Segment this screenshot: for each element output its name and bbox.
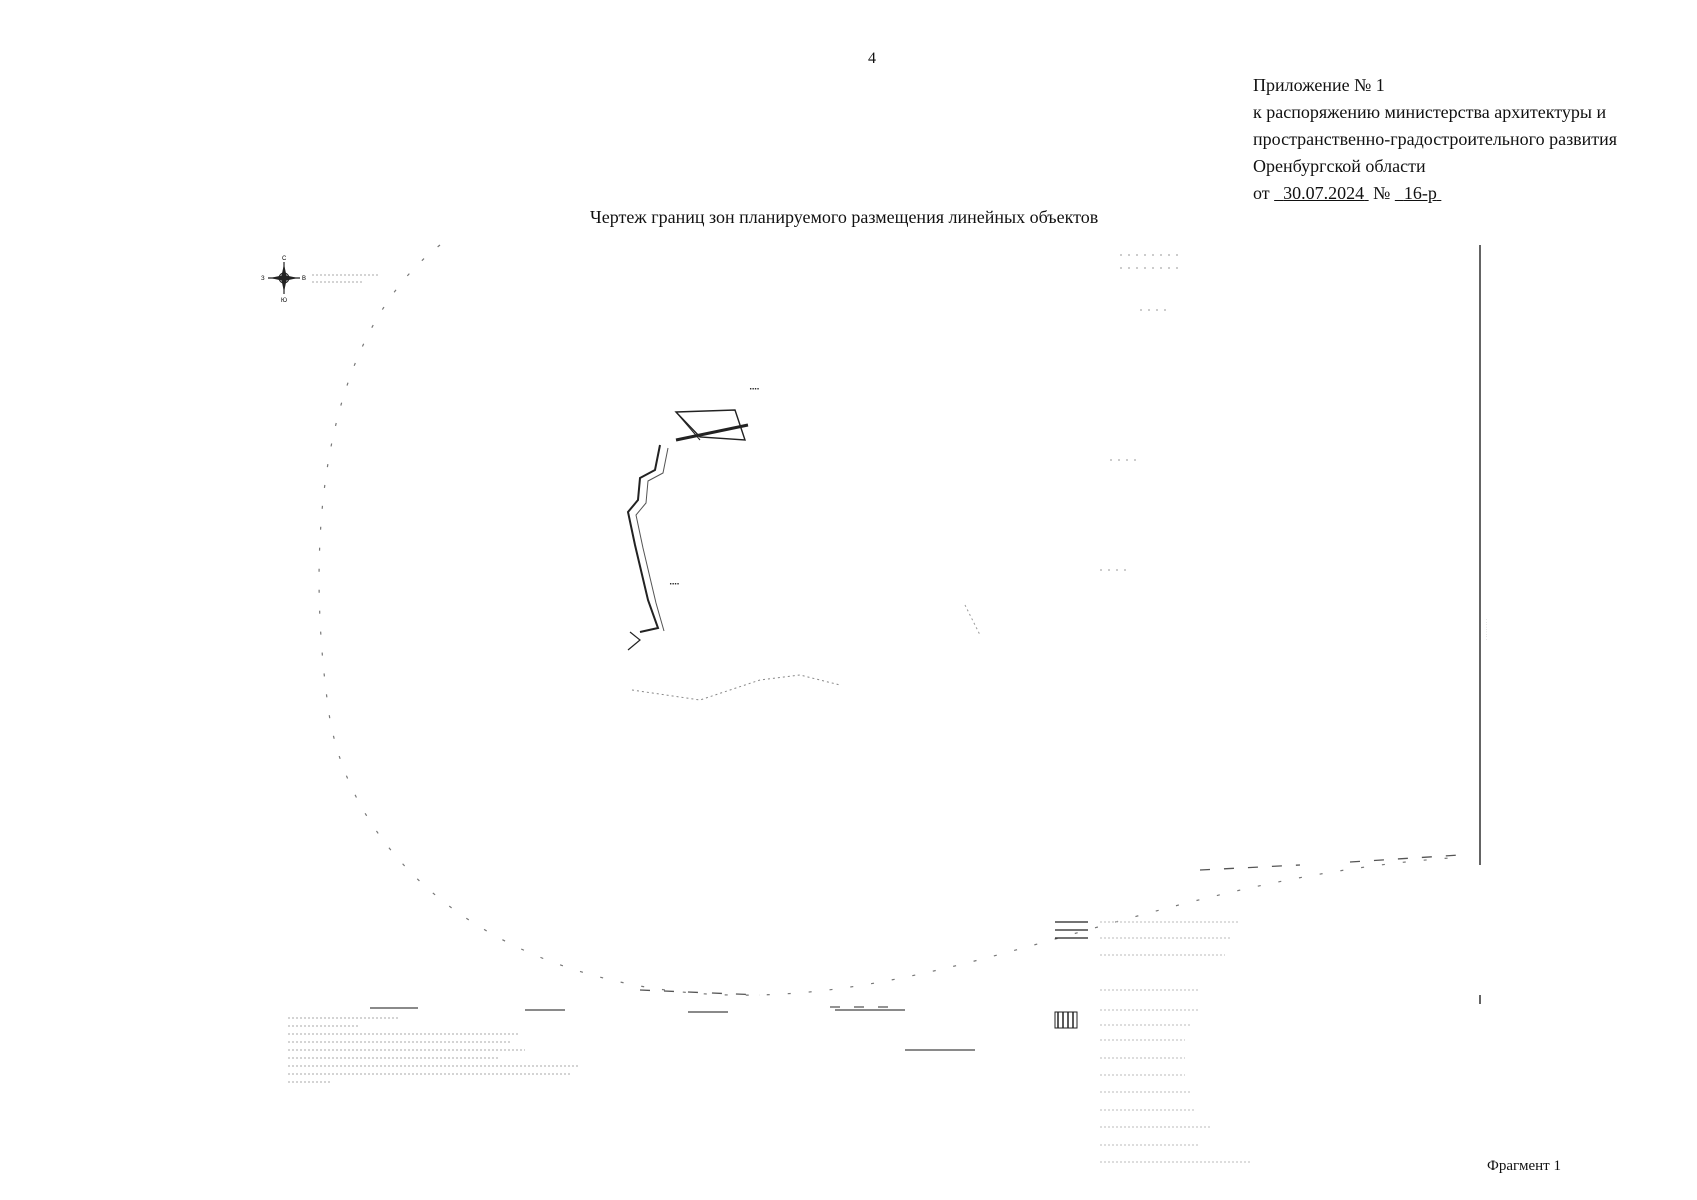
compass-west: З [261,276,265,282]
svg-text:· · · ·: · · · · [670,581,679,586]
fragment-label: Фрагмент 1 [1487,1158,1561,1174]
compass-east: В [302,276,306,282]
legend [1054,921,1250,1163]
appendix-date-line: от 30.07.2024 № 16-р [1253,180,1617,207]
scale-marks [370,1007,975,1051]
appendix-line3: Оренбургской области [1253,156,1426,176]
boundary-arc-bottom [639,854,1461,1008]
number-sign: № [1373,183,1391,203]
compass-south: Ю [281,298,287,304]
date-prefix: от [1253,183,1270,203]
drawing-title: Чертеж границ зон планируемого размещени… [590,207,1099,227]
frame-label: · · · · · · · · · [1484,619,1489,640]
appendix-header: Приложение № 1 к распоряжению министерст… [1253,72,1617,207]
document-date-value: 30.07.2024 [1283,183,1365,203]
page-number: 4 [868,50,876,67]
svg-text:· · · ·: · · · · [750,386,759,391]
document-date: 30.07.2024 [1274,183,1369,203]
appendix-line1: к распоряжению министерства архитектуры … [1253,102,1607,122]
appendix-line2: пространственно-градостроительного разви… [1253,129,1618,149]
compass-rose: С Ю З В [261,256,379,304]
compass-north: С [282,256,287,262]
boundary-arc [318,244,1451,996]
faint-marks [964,254,1180,636]
linear-object: · · · · · · · · [626,386,841,701]
appendix-title: Приложение № 1 [1253,75,1385,95]
document-number-value: 16-р [1403,183,1437,203]
notes [288,1017,580,1083]
document-number: 16-р [1395,183,1442,203]
